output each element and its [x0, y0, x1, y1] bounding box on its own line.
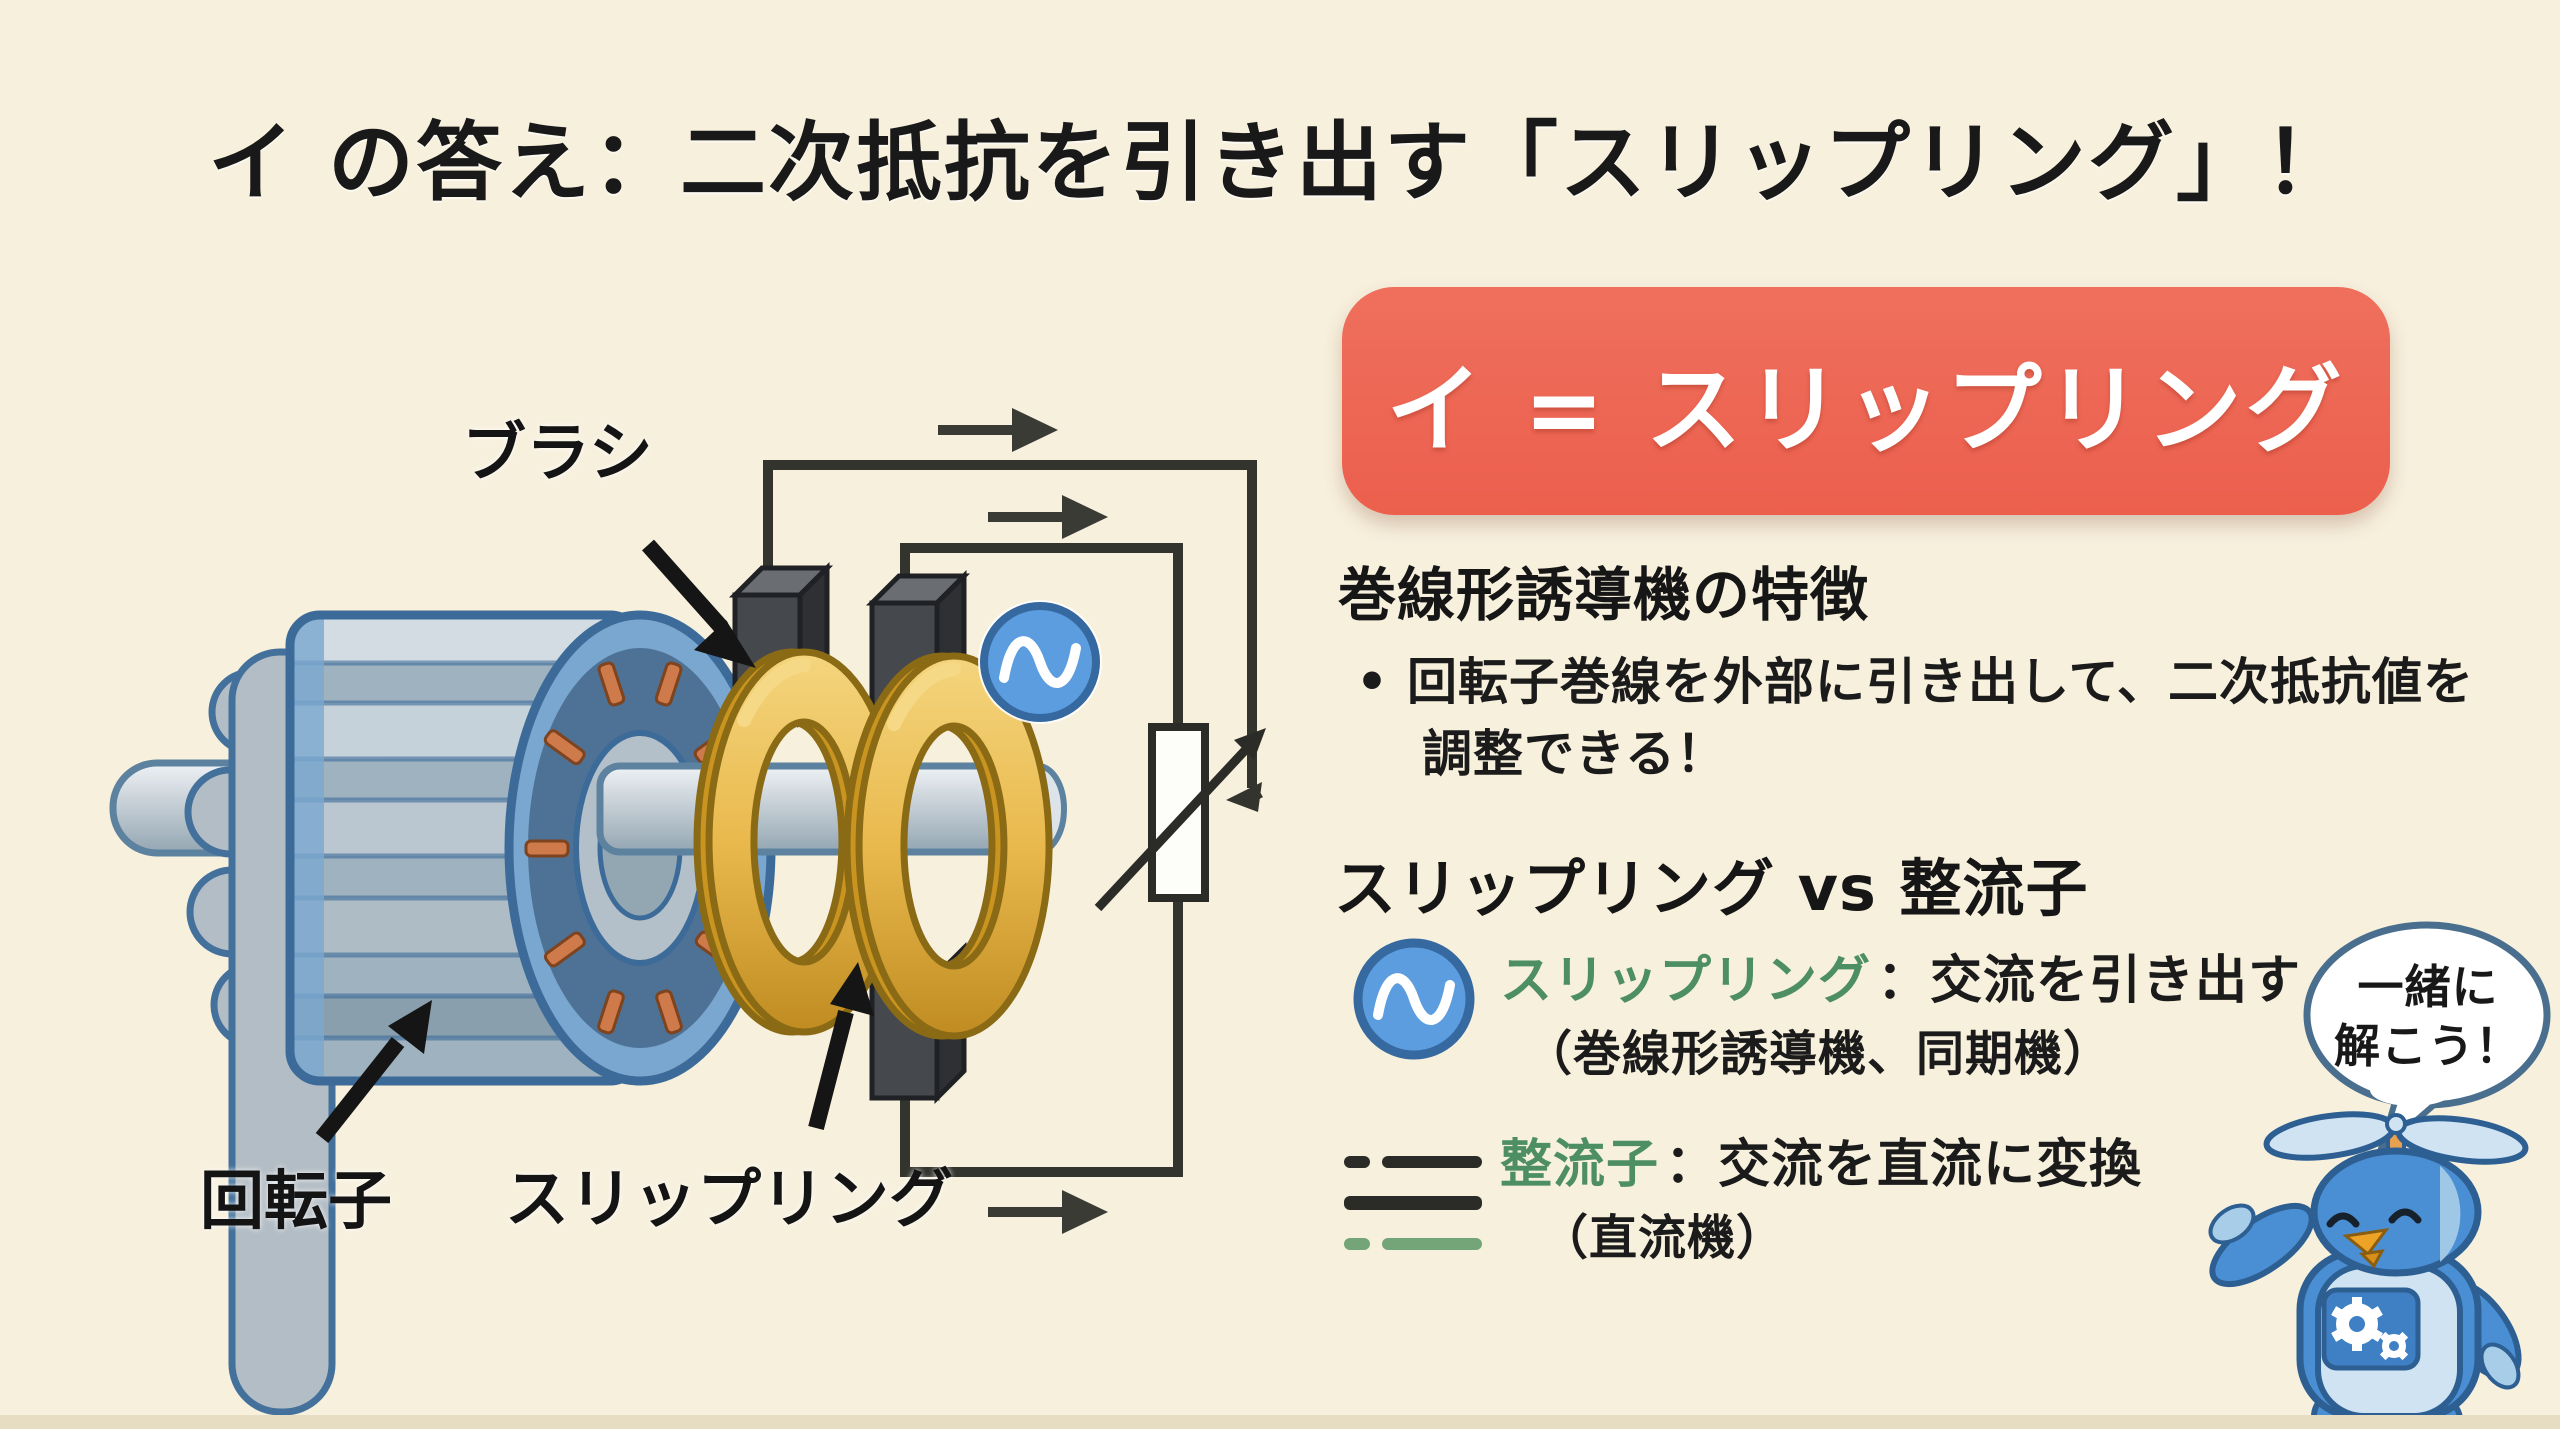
- bullet-marker: •: [1356, 653, 1389, 711]
- features-heading: 巻線形誘導機の特徴: [1338, 561, 1870, 629]
- mascot-face: [2326, 1208, 2422, 1269]
- ac-source-legend-icon: [1353, 938, 1475, 1060]
- answer-badge-label: イ = スリップリング: [1386, 353, 2346, 466]
- note-slipring: （巻線形誘導機、同期機）: [1524, 1026, 2113, 1082]
- bottom-edge-strip: [0, 1415, 2560, 1429]
- gear-small-icon: [2379, 1331, 2409, 1361]
- term-slipring: スリップリング: [1500, 951, 1872, 1011]
- answer-badge: イ = スリップリング: [1342, 287, 2390, 515]
- dc-lines-legend-icon: [1344, 1148, 1484, 1258]
- speech-bubble-text: 一緒に 解こう！: [2312, 958, 2544, 1076]
- desc-slipring: ：交流を引き出す: [1877, 951, 2302, 1011]
- features-bullet-line2: 調整できる！: [1422, 725, 1727, 783]
- ac-source-icon: [978, 600, 1102, 724]
- label-rotor: 回転子: [200, 1165, 392, 1239]
- mascot: [2208, 1111, 2529, 1429]
- label-brush: ブラシ: [462, 417, 653, 491]
- rotor-body: [285, 610, 645, 1086]
- wire-end-arrow-icon: [1226, 782, 1262, 812]
- label-slip-ring: スリップリング: [505, 1163, 953, 1237]
- features-bullet-line1: • 回転子巻線を外部に引き出して、二次抵抗値を: [1356, 642, 2474, 714]
- speech-bubble: [2303, 921, 2551, 1155]
- speech-line1: 一緒に: [2357, 960, 2499, 1014]
- comparison-heading: スリップリング vs 整流子: [1334, 852, 2089, 925]
- term-commutator: 整流子: [1500, 1135, 1660, 1195]
- label-arrows: [315, 539, 874, 1143]
- slip-ring-1: [693, 648, 903, 1036]
- current-arrow-icons: [938, 408, 1108, 1234]
- slip-ring-2: [843, 652, 1053, 1040]
- mascot-screen: [2321, 1287, 2421, 1371]
- features-line1-text: 回転子巻線を外部に引き出して、二次抵抗値を: [1406, 653, 2474, 711]
- comparison-item-slipring: スリップリング：交流を引き出す: [1500, 938, 2301, 1013]
- comparison-item-commutator: 整流子：交流を直流に変換: [1500, 1122, 2142, 1197]
- mascot-propeller-icon: [2263, 1111, 2529, 1165]
- note-commutator: （直流機）: [1540, 1210, 1786, 1266]
- speech-line2: 解こう！: [2334, 1018, 2522, 1073]
- desc-commutator: ：交流を直流に変換: [1665, 1135, 2143, 1195]
- page-title: イ の答え：二次抵抗を引き出す「スリップリング」！: [208, 113, 2352, 213]
- rheostat-icon: [1094, 723, 1266, 912]
- gear-icon: [2331, 1297, 2383, 1351]
